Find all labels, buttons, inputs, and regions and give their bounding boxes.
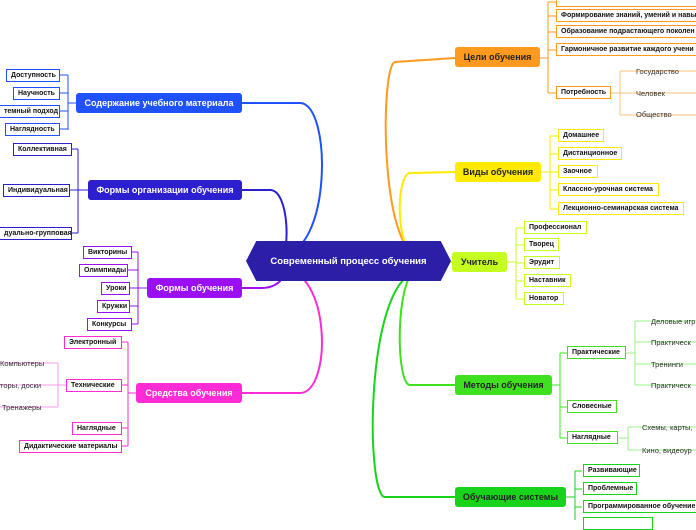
leaf-methods-3[interactable]: Наглядные [567,431,618,444]
means-technical-sub-2[interactable]: торы, доски [0,380,42,390]
leaf-teacher-1[interactable]: Профессионал [524,221,587,234]
leaf-teacher-3[interactable]: Эрудит [524,256,560,269]
leaf-content-4[interactable]: Наглядность [5,123,60,136]
leaf-forms-org-1[interactable]: Коллективная [13,143,72,156]
branch-forms[interactable]: Формы обучения [147,278,242,298]
methods-practical-sub-2[interactable]: Практическ [651,337,691,347]
leaf-means-2[interactable]: Технические [66,379,122,392]
leaf-teacher-4[interactable]: Наставник [524,274,571,287]
branch-teacher[interactable]: Учитель [452,252,507,272]
leaf-types-2[interactable]: Дистанционное [558,147,622,160]
branch-content[interactable]: Содержание учебного материала [76,93,242,113]
methods-visual-sub-2[interactable]: Кино, видеоур [642,445,692,455]
leaf-goals-1[interactable]: Формирование знаний, умений и навы [556,9,696,22]
leaf-types-4[interactable]: Классно-урочная система [558,183,659,196]
methods-practical-sub-1[interactable]: Деловые игр [651,316,696,326]
leaf-teacher-5[interactable]: Новатор [524,292,564,305]
leaf-goals-2[interactable]: Образование подрастающего поколен [556,25,696,38]
leaf-systems-1[interactable]: Развивающие [583,464,640,477]
methods-visual-sub-1[interactable]: Схемы, карты, [642,422,693,432]
leaf-methods-2[interactable]: Словесные [567,400,617,413]
branch-means[interactable]: Средства обучения [136,383,242,403]
leaf-forms-4[interactable]: Кружки [97,300,130,313]
leaf-systems-4-partial[interactable] [583,517,653,530]
leaf-types-5[interactable]: Лекционно-семинарская система [558,202,684,215]
goals-need-sub-3[interactable]: Общество [636,109,672,119]
leaf-types-1[interactable]: Домашнее [558,129,604,142]
leaf-types-3[interactable]: Заочное [558,165,598,178]
leaf-forms-1[interactable]: Викторины [83,246,132,259]
leaf-means-1[interactable]: Электронный [64,336,122,349]
leaf-forms-3[interactable]: Уроки [101,282,130,295]
means-technical-sub-3[interactable]: Тренажеры [2,402,42,412]
methods-practical-sub-3[interactable]: Тренинги [651,359,683,369]
leaf-methods-1[interactable]: Практические [567,346,626,359]
branch-forms-organization[interactable]: Формы организации обучения [88,180,242,200]
leaf-systems-2[interactable]: Проблемные [583,482,637,495]
leaf-goals-3[interactable]: Гармоничное развитие каждого учени [556,43,696,56]
leaf-content-2[interactable]: Научность [13,87,60,100]
goals-need-sub-2[interactable]: Человек [636,88,665,98]
leaf-forms-2[interactable]: Олимпиады [79,264,128,277]
leaf-systems-3[interactable]: Программированное обучение [583,500,696,513]
means-technical-sub-1[interactable]: Компьютеры [0,358,45,368]
branch-goals[interactable]: Цели обучения [455,47,540,67]
leaf-content-1[interactable]: Доступность [6,69,60,82]
leaf-forms-org-3[interactable]: дуально-групповая [0,227,72,240]
root-topic[interactable]: Современный процесс обучения [246,241,451,281]
leaf-means-3[interactable]: Наглядные [72,422,122,435]
leaf-goals-4[interactable]: Потребность [556,86,611,99]
leaf-goals-top-partial[interactable] [556,0,696,7]
leaf-means-4[interactable]: Дидактические материалы [19,440,122,453]
leaf-forms-org-2[interactable]: Индивидуальная [3,184,70,197]
branch-types[interactable]: Виды обучения [455,162,541,182]
branch-methods[interactable]: Методы обучения [455,375,552,395]
leaf-teacher-2[interactable]: Творец [524,238,559,251]
methods-practical-sub-4[interactable]: Практическ [651,380,691,390]
branch-systems[interactable]: Обучающие системы [455,487,566,507]
leaf-forms-5[interactable]: Конкурсы [87,318,132,331]
leaf-content-3[interactable]: темный подход [0,105,60,118]
goals-need-sub-1[interactable]: Государство [636,66,679,76]
